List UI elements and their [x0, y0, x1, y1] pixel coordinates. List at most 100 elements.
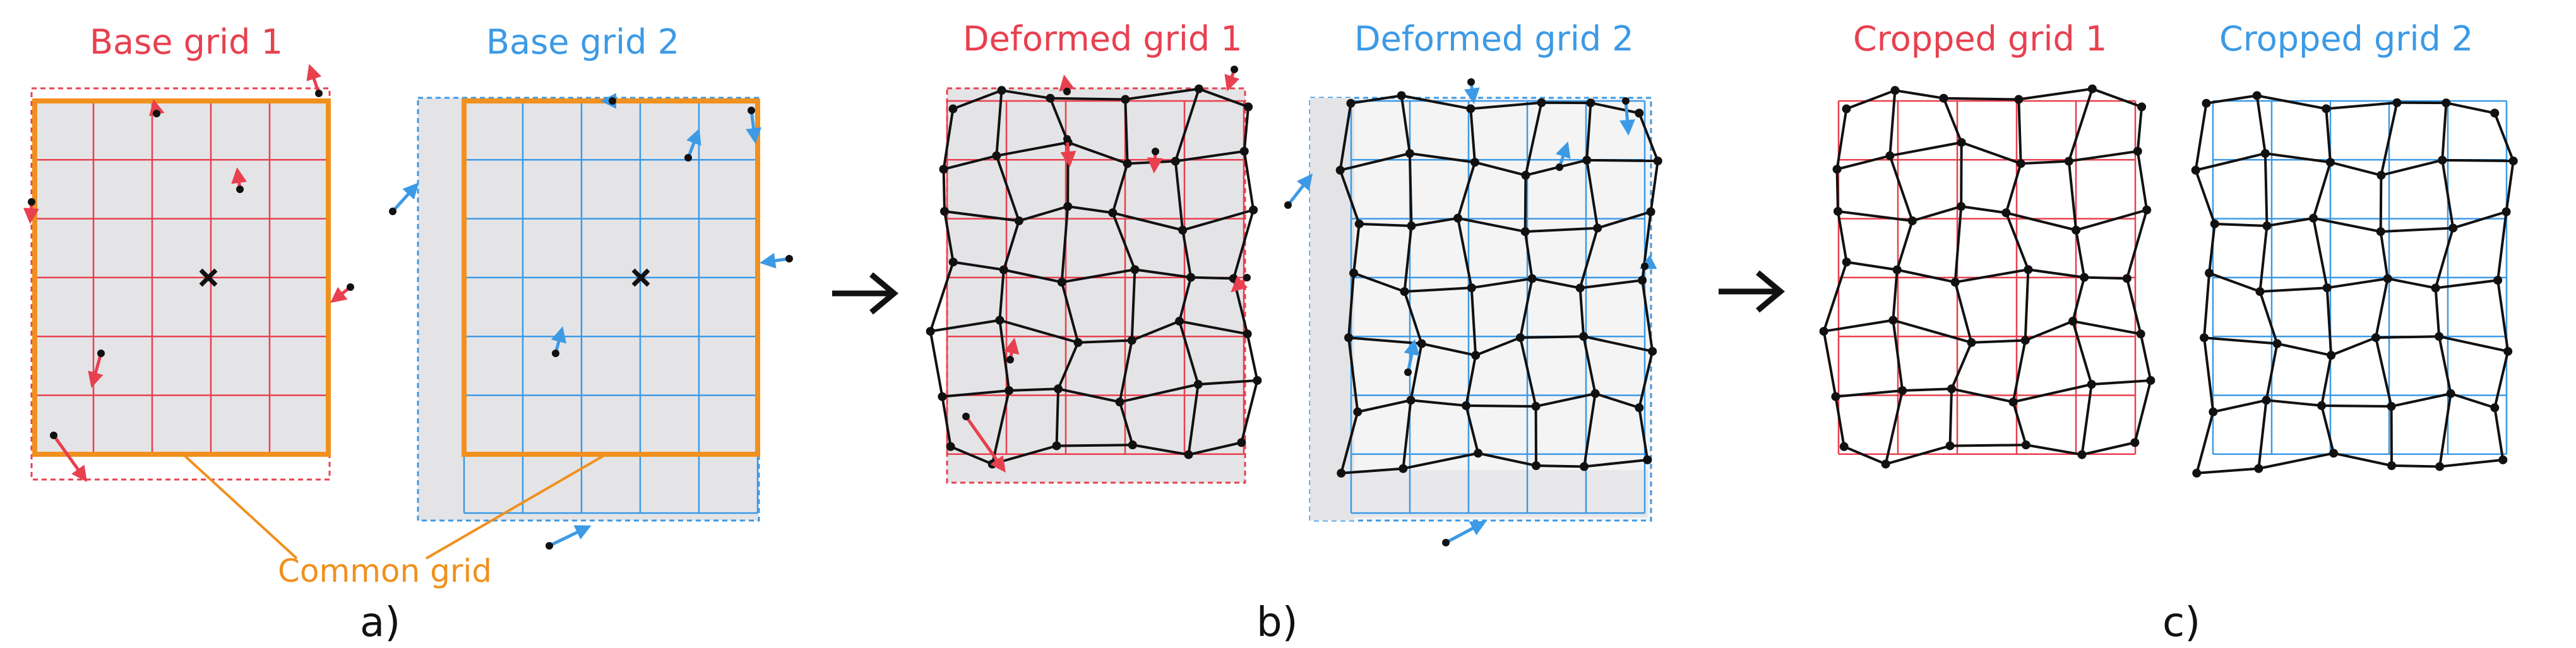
- mesh-node: [2122, 274, 2132, 283]
- mesh-line: [1351, 94, 1640, 115]
- mesh-node: [1466, 104, 1476, 114]
- mesh-node: [2322, 104, 2331, 114]
- mesh-node: [1834, 206, 1842, 216]
- mesh-node: [2438, 155, 2447, 165]
- grid-1-extent: [946, 87, 1246, 484]
- mesh-node: [1832, 165, 1842, 174]
- mesh-node: [2202, 98, 2211, 108]
- mesh-line: [2374, 102, 2399, 466]
- deformed-grid-1: [926, 66, 1262, 484]
- mesh-node: [1175, 317, 1184, 326]
- mesh-node: [1400, 287, 1409, 297]
- mesh-node: [938, 392, 947, 401]
- mesh-node: [1052, 441, 1061, 451]
- node-point: [748, 107, 755, 114]
- mesh-node: [1237, 438, 1246, 447]
- mesh-node: [1123, 159, 1132, 168]
- x-mark-icon: [631, 268, 650, 287]
- mesh-node: [2205, 268, 2214, 278]
- node-point: [1404, 368, 1412, 376]
- mesh-line: [942, 379, 1258, 404]
- mesh-line: [953, 261, 1234, 284]
- mesh-node: [1646, 207, 1655, 216]
- mesh-node: [1839, 442, 1849, 451]
- mesh-node: [2016, 159, 2025, 168]
- mesh-node: [1537, 98, 1546, 107]
- mesh-node: [1527, 274, 1537, 283]
- common-grid-label: Common grid: [278, 553, 492, 589]
- mesh-node: [1407, 221, 1416, 231]
- mesh-node: [1229, 274, 1238, 283]
- mesh-node: [1950, 278, 1960, 287]
- displacement-vector: [551, 326, 566, 354]
- mesh-node: [1249, 205, 1258, 215]
- mesh-node: [1054, 384, 1063, 394]
- node-point: [609, 97, 616, 105]
- mesh-node: [1184, 450, 1193, 459]
- mesh-node: [1239, 146, 1249, 156]
- mesh-node: [1898, 386, 1907, 395]
- base-grid-2-title: Base grid 2: [486, 22, 679, 62]
- node-point: [962, 413, 970, 420]
- mesh-node: [995, 315, 1005, 325]
- mesh-node: [1115, 398, 1124, 407]
- mesh-node: [1635, 403, 1644, 413]
- node-point: [50, 432, 57, 439]
- mesh-node: [2130, 438, 2140, 447]
- mesh-node: [2493, 276, 2503, 285]
- displacement-vector: [686, 128, 701, 158]
- node-point: [1063, 88, 1071, 95]
- mesh-node: [1406, 396, 1416, 405]
- mesh-node: [1842, 104, 1851, 114]
- mesh-line: [1340, 152, 1658, 177]
- panel-a-label: a): [360, 599, 401, 646]
- node-point: [1243, 274, 1251, 281]
- displacement-vector: [1060, 138, 1076, 167]
- mesh-node: [1470, 158, 1479, 167]
- mesh-line: [2197, 452, 2503, 474]
- mesh-node: [2146, 375, 2156, 385]
- mesh-node: [1531, 461, 1541, 470]
- mesh-node: [2317, 401, 2327, 410]
- panel-c-label: c): [2162, 599, 2201, 646]
- displacement-vector: [760, 252, 790, 269]
- mesh-node: [2329, 449, 2339, 458]
- mesh-node: [2503, 346, 2513, 356]
- displacement-vector: [1287, 174, 1313, 206]
- mesh-node: [1186, 273, 1196, 282]
- mesh-line: [2195, 152, 2513, 177]
- displacement-vector: [746, 110, 761, 144]
- mesh-node: [2387, 402, 2396, 411]
- mesh-node: [1515, 333, 1525, 343]
- node-point: [684, 154, 692, 162]
- deformed-grid-2: [1284, 78, 1662, 546]
- mesh-line: [2067, 88, 2094, 455]
- node-point: [1063, 135, 1071, 143]
- mesh-node: [1947, 384, 1957, 394]
- mesh-node: [1474, 449, 1483, 458]
- displacement-vector: [964, 415, 1006, 473]
- mesh-node: [1014, 216, 1023, 226]
- mesh-node: [926, 327, 935, 336]
- mesh-node: [1346, 98, 1356, 108]
- mesh-node: [1194, 84, 1203, 93]
- mesh-node: [987, 459, 997, 469]
- mesh-line: [1846, 261, 2127, 284]
- mesh-node: [1354, 219, 1364, 228]
- mesh-node: [1462, 401, 1471, 410]
- node-point: [236, 186, 244, 193]
- mesh-line: [944, 205, 1254, 232]
- mesh-node: [2080, 273, 2089, 282]
- mesh-node: [2371, 333, 2380, 343]
- mesh-node: [1073, 338, 1083, 347]
- mesh-line: [1359, 210, 1652, 233]
- mesh-node: [1939, 93, 1948, 103]
- node-point: [1152, 148, 1159, 155]
- mesh-node: [1193, 380, 1203, 389]
- mesh-node: [1127, 336, 1136, 345]
- mesh-node: [2431, 283, 2440, 293]
- mesh-node: [2435, 462, 2445, 471]
- mesh-node: [2490, 403, 2500, 413]
- mesh-line: [2206, 94, 2495, 115]
- mesh-line: [1846, 87, 2142, 110]
